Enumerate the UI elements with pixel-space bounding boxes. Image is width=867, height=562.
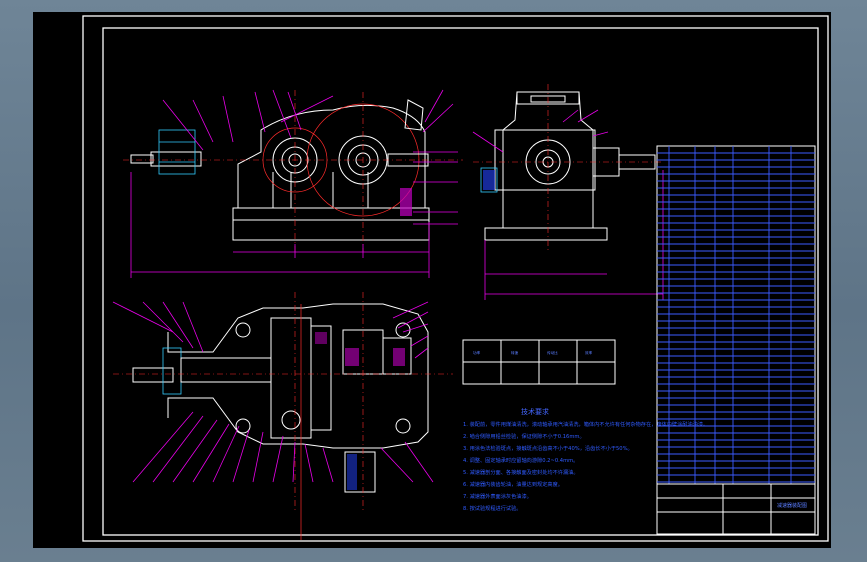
char-cell-3: 效率 bbox=[585, 350, 593, 355]
top-view bbox=[112, 292, 453, 540]
note-5: 5. 减速器剖分面、各接触面及密封处均不许漏油。 bbox=[463, 468, 579, 476]
assembly-drawing: 功率 转速 传动比 效率 技术要求 1. 装配前，零件用煤油清洗，滚动轴承用汽油… bbox=[82, 15, 829, 542]
note-2: 2. 啮合侧隙用铅丝检验，保证侧隙不小于0.16mm。 bbox=[463, 432, 585, 440]
outer-frame bbox=[82, 15, 829, 542]
drawing-name: 减速器装配图 bbox=[777, 502, 807, 509]
inner-frame bbox=[102, 27, 819, 536]
note-7: 7. 减速器外表面涂灰色油漆。 bbox=[463, 492, 532, 500]
note-4: 4. 调整、固定轴承时应留轴向游隙0.2~0.4mm。 bbox=[463, 456, 578, 464]
side-view bbox=[472, 84, 664, 300]
note-1: 1. 装配前，零件用煤油清洗，滚动轴承用汽油清洗，箱体内不允许有任何杂物存在，箱… bbox=[463, 420, 708, 428]
notes-title: 技术要求 bbox=[521, 407, 549, 416]
technical-notes: 技术要求 1. 装配前，零件用煤油清洗，滚动轴承用汽油清洗，箱体内不允许有任何杂… bbox=[463, 407, 708, 512]
note-8: 8. 按试验规程进行试验。 bbox=[463, 504, 521, 512]
note-3: 3. 用涂色法检验斑点，接触斑点沿齿高不小于40%，沿齿长不小于50%。 bbox=[463, 444, 633, 452]
note-6: 6. 减速器内装齿轮油，油量达到规定高度。 bbox=[463, 480, 563, 488]
cad-viewport[interactable]: 功率 转速 传动比 效率 技术要求 1. 装配前，零件用煤油清洗，滚动轴承用汽油… bbox=[33, 12, 831, 548]
parts-list bbox=[656, 145, 816, 485]
front-view bbox=[123, 89, 463, 278]
char-cell-0: 功率 bbox=[473, 350, 481, 355]
characteristics-table: 功率 转速 传动比 效率 bbox=[462, 339, 616, 385]
title-block: 减速器装配图 bbox=[656, 483, 816, 535]
char-cell-2: 传动比 bbox=[547, 350, 558, 355]
char-cell-1: 转速 bbox=[511, 350, 519, 355]
